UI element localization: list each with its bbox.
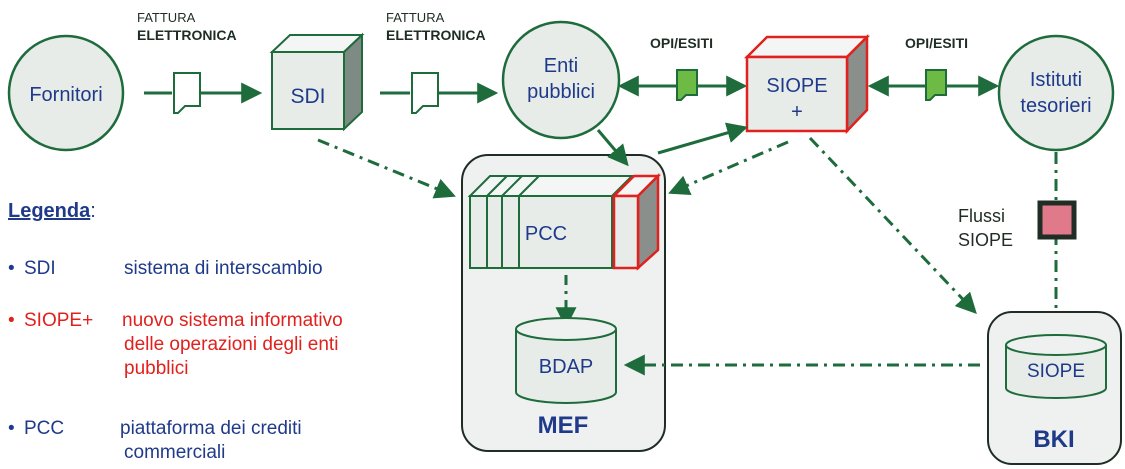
siope-db-label: SIOPE	[1027, 361, 1085, 382]
legend-desc-pcc-line2: commerciali	[124, 442, 226, 463]
edge-sdi-pcc-dashdot	[317, 138, 456, 199]
sdi-label: SDI	[290, 85, 325, 108]
siope-db-node	[1005, 334, 1107, 399]
legend-abbr: SDI	[24, 258, 56, 279]
edge-siope-bki-dashdot	[808, 136, 977, 315]
fornitori-node	[7, 34, 125, 152]
opi-doc-icon-1	[676, 69, 698, 101]
opi-doc-icon-2	[925, 69, 947, 101]
edge-enti-pcc	[596, 129, 629, 167]
legend-desc-sdi: sistema di interscambio	[124, 258, 323, 279]
edge-mef-siope	[657, 122, 749, 155]
legend-bullet: •	[8, 310, 15, 331]
enti-label-line1: Enti	[544, 55, 578, 77]
fattura-label-1a: FATTURA	[137, 10, 196, 25]
legend-desc-siope-line1: nuovo sistema informativo	[122, 310, 343, 331]
fattura-doc-icon-2	[411, 72, 439, 114]
bdap-label: BDAP	[539, 356, 593, 378]
legend-item-sdi: • SDI	[8, 258, 56, 280]
flussi-label-line1: Flussi	[958, 206, 1005, 226]
siope-plus-label-line1: SIOPE	[766, 75, 827, 97]
fattura-label-1b: ELETTRONICA	[137, 27, 237, 43]
legend-title: Legenda:	[8, 200, 96, 222]
sdi-node	[269, 32, 365, 132]
legend-desc-pcc-line1: piattaforma dei crediti	[120, 418, 302, 439]
flussi-siope-icon	[1037, 200, 1077, 240]
legend-item-siope-plus: • SIOPE+	[8, 310, 93, 332]
legend-bullet: •	[8, 258, 15, 279]
legend-abbr: PCC	[24, 418, 65, 439]
fornitori-label: Fornitori	[29, 84, 102, 106]
bki-label: BKI	[1033, 426, 1074, 453]
legend-desc-siope-line2: delle operazioni degli enti	[124, 334, 339, 355]
opi-label-1: OPI/ESITI	[650, 35, 713, 51]
fattura-doc-icon-1	[173, 72, 201, 114]
siope-plus-node	[743, 33, 871, 135]
legend-item-pcc: • PCC	[8, 418, 64, 440]
pcc-node	[467, 175, 635, 269]
bdap-node	[515, 317, 617, 404]
istituti-label-line2: tesorieri	[1020, 95, 1091, 117]
mef-label: MEF	[538, 412, 589, 439]
istituti-tesorieri-node	[997, 34, 1115, 152]
edge-siope-pcc-dashdot	[668, 140, 789, 195]
opi-label-2: OPI/ESITI	[905, 35, 968, 51]
fattura-label-2a: FATTURA	[386, 10, 445, 25]
pcc-siope-slice	[610, 172, 662, 271]
istituti-label-line1: Istituti	[1030, 69, 1082, 91]
enti-pubblici-node	[501, 20, 621, 140]
fattura-label-2b: ELETTRONICA	[386, 27, 486, 43]
legend-bullet: •	[8, 418, 15, 439]
siope-plus-label-line2: +	[791, 101, 803, 123]
legend-abbr: SIOPE+	[24, 310, 94, 331]
legend-desc-siope-line3: pubblici	[124, 358, 189, 379]
flussi-label-line2: SIOPE	[958, 230, 1013, 250]
enti-label-line2: pubblici	[527, 81, 595, 103]
pcc-label: PCC	[525, 223, 567, 245]
